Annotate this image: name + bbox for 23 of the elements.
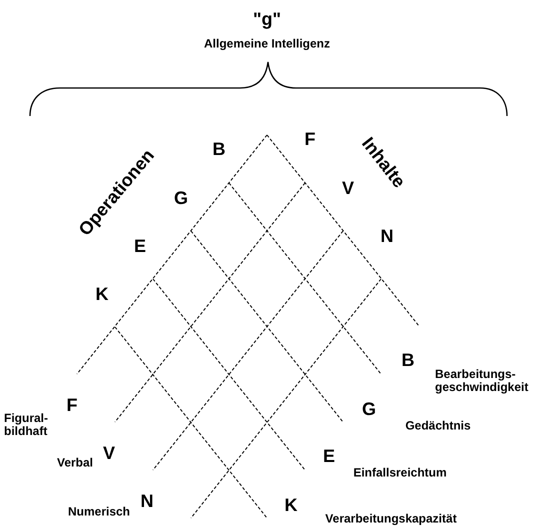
- category-letter: G: [174, 189, 188, 209]
- category-letter: F: [304, 130, 316, 150]
- category-letter: B: [402, 351, 414, 371]
- category-letter: V: [342, 179, 354, 199]
- category-letter: E: [134, 237, 146, 257]
- category-label: Gedächtnis: [405, 419, 471, 433]
- category-label: Verarbeitungskapazität: [325, 512, 457, 526]
- category-letter: F: [66, 396, 78, 416]
- heading: "g": [252, 10, 282, 30]
- category-label: Einfallsreichtum: [353, 466, 447, 480]
- subheading: Allgemeine Intelligenz: [204, 37, 330, 51]
- category-letter: N: [380, 227, 394, 247]
- category-label: Figural- bildhaft: [4, 412, 49, 438]
- category-letter: B: [212, 140, 226, 160]
- category-letter: V: [103, 444, 115, 464]
- category-letter: K: [284, 496, 298, 516]
- category-letter: E: [323, 447, 335, 467]
- category-label: Bearbeitungs- geschwindigkeit: [435, 368, 530, 394]
- category-label: Verbal: [56, 456, 94, 470]
- category-letter: K: [96, 285, 108, 305]
- category-letter: N: [140, 492, 154, 512]
- category-label: Numerisch: [68, 505, 130, 519]
- category-letter: G: [362, 400, 376, 420]
